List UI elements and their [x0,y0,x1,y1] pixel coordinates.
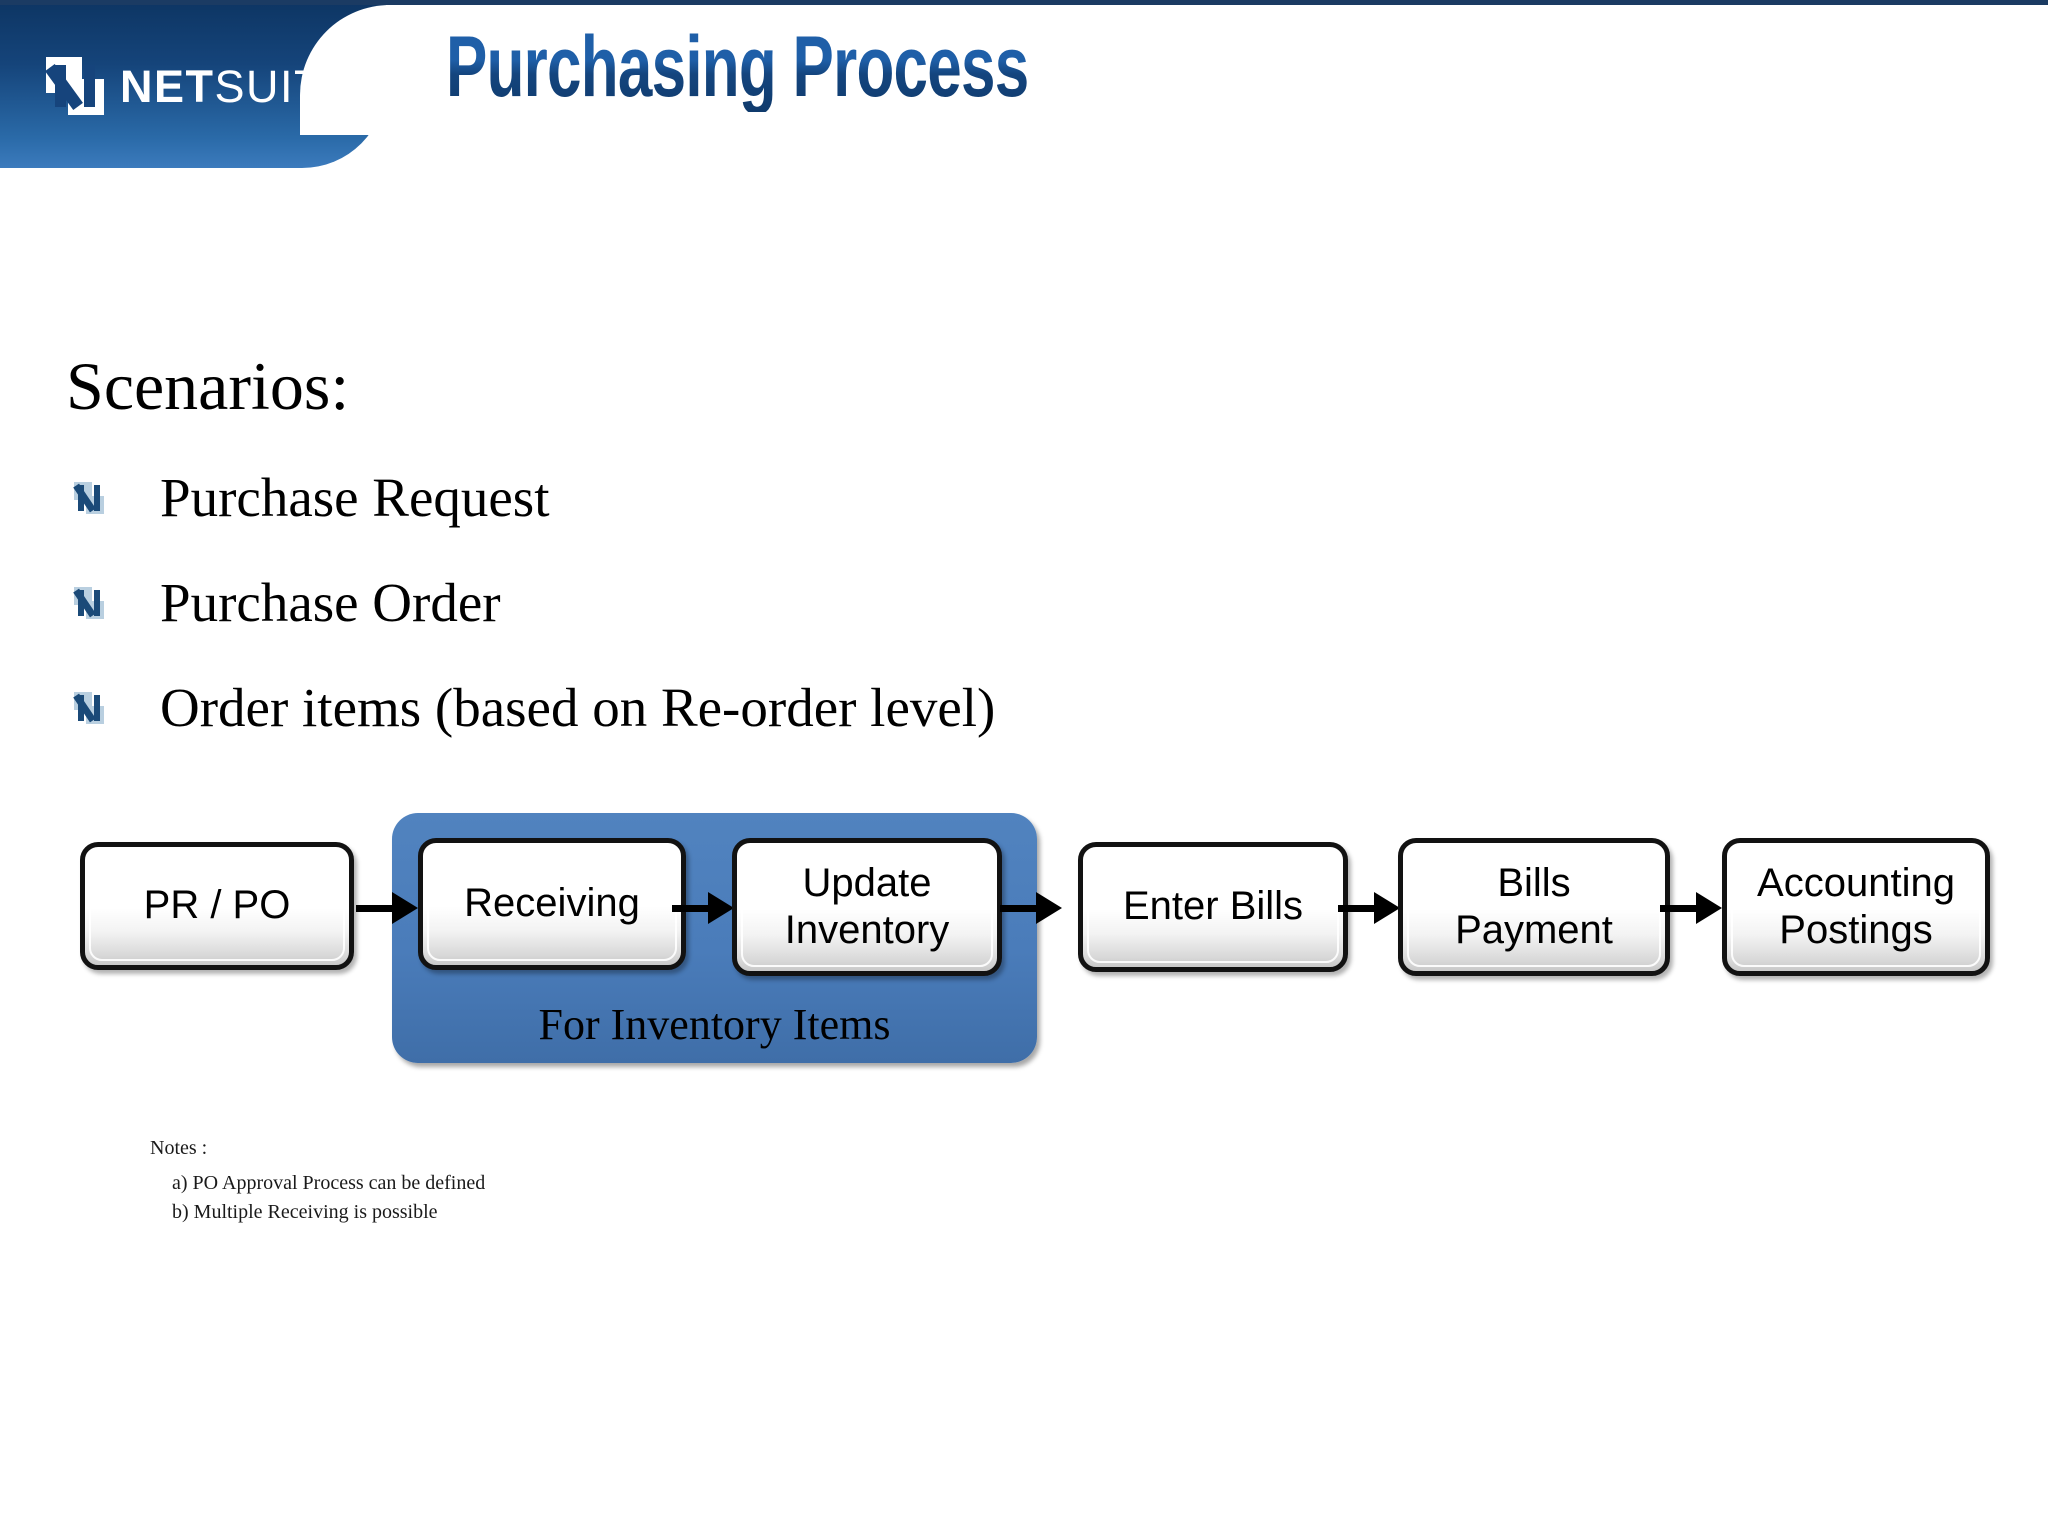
arrow-right-icon [1000,892,1062,924]
arrow-right-icon [1660,892,1722,924]
flow-node-label-line2: Postings [1779,908,1933,952]
bullet-label-purchase-order: Purchase Order [160,572,501,633]
notes-block: Notes : a) PO Approval Process can be de… [150,1135,485,1227]
page-title: Purchasing Process [446,19,1029,115]
list-item: Order items (based on Re-order level) [73,677,996,738]
flow-node-enter-bills[interactable]: Enter Bills [1078,842,1348,972]
netsuite-n-bullet-icon [73,691,104,724]
inventory-group-label: For Inventory Items [538,999,891,1049]
scenarios-heading: Scenarios: [66,348,350,424]
flow-node-label: Update Inventory [785,860,950,954]
flow-node-label: Accounting Postings [1757,860,1955,954]
notes-title: Notes : [150,1137,208,1159]
netsuite-n-bullet-icon [73,481,104,514]
netsuite-n-logo-icon [45,57,104,115]
note-item: a) PO Approval Process can be defined [172,1172,486,1194]
flow-node-update-inventory[interactable]: Update Inventory [732,838,1002,976]
bullet-label-order-items: Order items (based on Re-order level) [160,677,996,738]
netsuite-brand-logo: NETSUITE [45,50,356,122]
slide-header: NETSUITE Purchasing Process [0,0,2048,168]
netsuite-n-bullet-icon [73,586,104,619]
flow-node-label: Receiving [464,881,640,926]
header-top-rule [0,0,2048,5]
brand-name-bold: NET [120,60,215,112]
flow-node-label-line1: Bills [1497,860,1571,905]
note-item: b) Multiple Receiving is possible [172,1201,438,1223]
arrow-right-icon [1338,892,1400,924]
list-item: Purchase Order [73,572,501,633]
flow-node-accounting-postings[interactable]: Accounting Postings [1722,838,1990,976]
flow-node-bills-payment[interactable]: Bills Payment [1398,838,1670,976]
flow-node-label-line2: Inventory [784,908,950,952]
flow-node-pr-po[interactable]: PR / PO [80,842,354,970]
netsuite-wordmark: NETSUITE [120,64,355,109]
brand-name-light: SUITE [214,60,355,112]
bullet-label-purchase-request: Purchase Request [160,467,550,528]
list-item: Purchase Request [73,467,550,528]
flow-node-receiving[interactable]: Receiving [418,838,686,970]
flow-node-label: Bills Payment [1455,860,1613,954]
flow-node-label: PR / PO [143,883,291,928]
flow-node-label-line1: Accounting [1757,860,1955,905]
arrow-right-icon [672,892,734,924]
arrow-right-icon [356,892,418,924]
purchasing-process-flowchart: For Inventory Items PR / PO Receiving Up… [0,800,2048,1100]
flow-node-label-line2: Payment [1455,908,1613,952]
flow-node-label: Enter Bills [1122,884,1304,929]
flow-node-label-line1: Update [802,860,932,905]
